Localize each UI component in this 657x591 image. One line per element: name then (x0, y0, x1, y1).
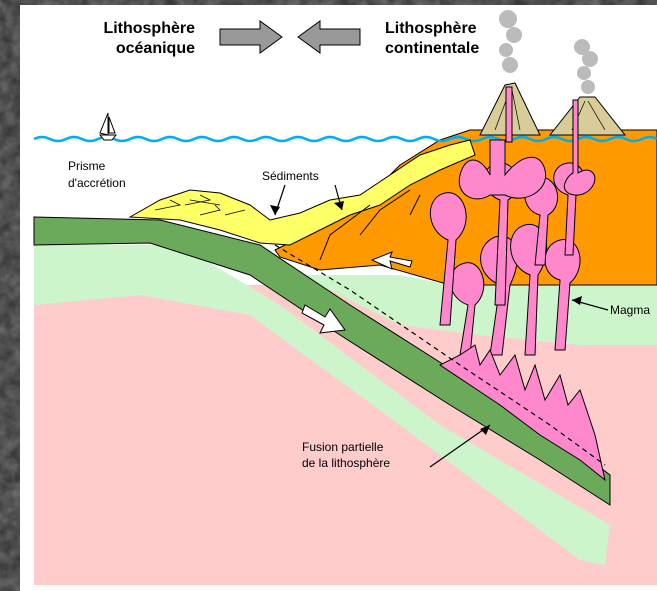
subduction-diagram: Lithosphère océanique Lithosphère contin… (20, 5, 657, 591)
label-prism-line1: Prisme (68, 159, 106, 173)
arrow-right-icon (220, 21, 282, 53)
smoke-plume-right (574, 39, 598, 94)
title-continental-line1: Lithosphère (385, 20, 477, 37)
label-sediments: Sédiments (262, 169, 319, 183)
smoke-plume-left (499, 10, 522, 73)
arrow-left-icon (298, 21, 360, 53)
label-fusion-line2: de la lithosphère (302, 456, 390, 470)
title-continental-line2: continentale (385, 40, 479, 57)
title-oceanic-line1: Lithosphère (103, 20, 195, 37)
sailboat-icon (100, 113, 116, 140)
subduction-diagram-panel: Lithosphère océanique Lithosphère contin… (20, 5, 657, 591)
volcano-right (550, 97, 625, 135)
label-prism-line2: d'accrétion (68, 176, 126, 190)
label-fusion-line1: Fusion partielle (302, 440, 384, 454)
label-magma: Magma (610, 303, 650, 317)
title-oceanic-line2: océanique (116, 40, 195, 57)
